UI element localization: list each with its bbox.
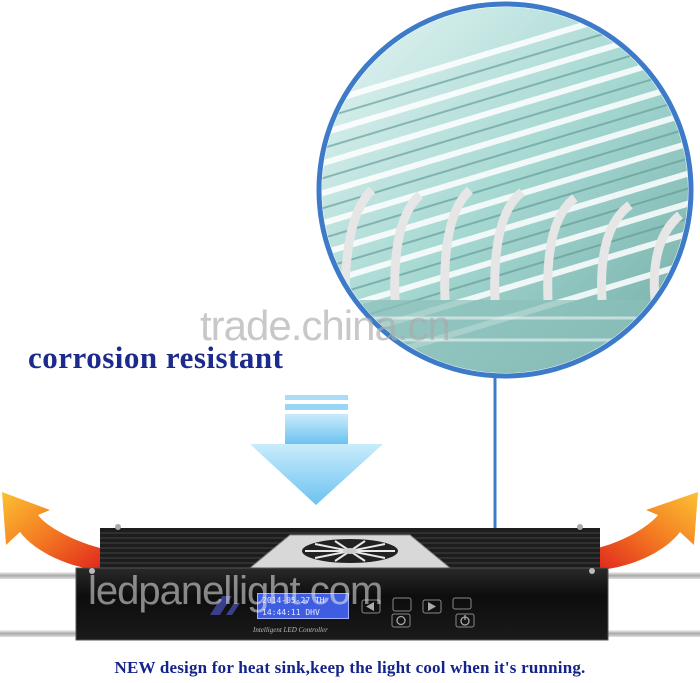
lcd-line-2: 14:44:11 DHV [262, 608, 320, 617]
led-fixture [0, 524, 700, 641]
controller-lcd: 2014-05-27 TH 14:44:11 DHV [257, 593, 349, 619]
watermark-brand: ledpanellight.com [88, 569, 383, 613]
lcd-line-1: 2014-05-27 TH [262, 596, 325, 605]
headline: corrosion resistant [28, 340, 284, 375]
watermark-site: trade.china.cn [200, 302, 451, 349]
footer-caption: NEW design for heat sink,keep the light … [114, 658, 586, 677]
heat-arrow-right-icon [598, 492, 698, 570]
heat-sink-closeup [316, 1, 694, 545]
down-arrow-icon [250, 395, 383, 505]
heat-arrow-left-icon [2, 492, 100, 570]
fan-icon [302, 539, 398, 563]
controller-buttons [361, 597, 475, 628]
controller-label: Intelligent LED Controller [253, 626, 328, 634]
